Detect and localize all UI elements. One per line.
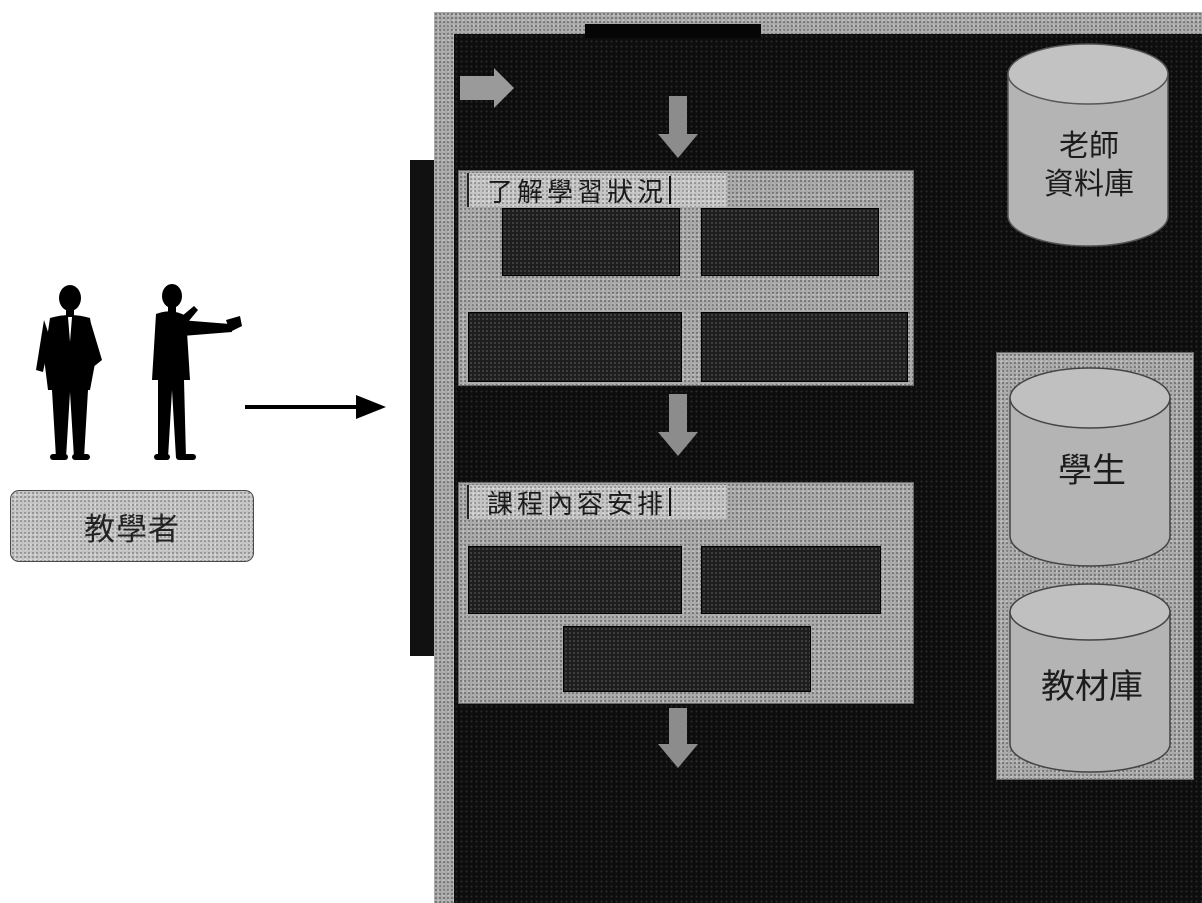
teacher-database-line-2: 資料庫: [1044, 166, 1134, 202]
materials-database-icon: [1009, 583, 1171, 773]
actor-label: 教學者: [84, 511, 180, 548]
group-2-block-2: [701, 546, 881, 614]
side-bar: [410, 160, 438, 656]
group-2-title-bar: 課程內容安排: [467, 485, 727, 520]
group-2-block-3: [563, 626, 811, 692]
group-2-block-1: [468, 546, 682, 614]
businessman-presenting-icon: [152, 284, 242, 460]
teacher-database-line-1: 老師: [1059, 129, 1119, 164]
panel-top-tab: [585, 24, 761, 38]
teacher-database-label: 老師 資料庫: [1010, 128, 1168, 203]
group-1-block-2: [701, 208, 879, 276]
actor-figures: [36, 284, 242, 460]
businessman-standing-icon: [36, 285, 102, 460]
actor-label-box: 教學者: [10, 490, 254, 562]
actor-to-system-arrow: [245, 395, 386, 419]
group-2-title: 課程內容安排: [487, 489, 668, 520]
group-1-block-4: [701, 312, 908, 382]
flow-down-arrow-2: [658, 394, 698, 456]
group-1-title-bar: 了解學習狀況: [467, 173, 727, 208]
materials-database-label: 教材庫: [1041, 667, 1143, 707]
student-database-label: 學生: [1058, 451, 1126, 491]
teacher-database-icon: [1007, 43, 1169, 247]
flow-down-arrow-1: [658, 96, 698, 158]
group-1-title: 了解學習狀況: [487, 177, 668, 208]
group-1-block-1: [502, 208, 680, 276]
student-database-icon: [1009, 367, 1171, 567]
group-1-block-3: [468, 312, 682, 382]
flow-down-arrow-3: [658, 708, 698, 768]
entry-arrow: [460, 68, 514, 108]
